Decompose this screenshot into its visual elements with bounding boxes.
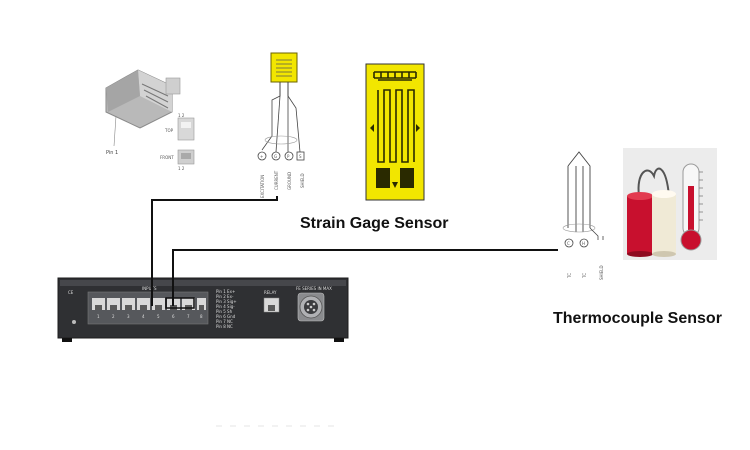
- svg-text:Pin 8 NC: Pin 8 NC: [216, 324, 233, 329]
- strain-terminal-shield: S: [296, 151, 305, 161]
- strain-gage-image: [365, 63, 425, 201]
- power-connector: FE SERIES IN MAX: [296, 286, 332, 322]
- ground-wire-label: GROUND: [287, 172, 292, 190]
- pin1-leader-line: [113, 115, 117, 147]
- strain-gage-cable: [151, 196, 278, 306]
- svg-text:7: 7: [187, 314, 190, 319]
- svg-text:P: P: [287, 154, 290, 159]
- rj45-port-5: [152, 298, 165, 310]
- thermocouple-cable: [172, 249, 558, 306]
- current-wire-label: CURRENT: [274, 170, 279, 190]
- svg-text:G: G: [274, 154, 277, 159]
- svg-text:8: 8: [200, 314, 203, 319]
- strain-gage-sensor-caption: Strain Gage Sensor: [300, 215, 449, 232]
- rj45-port-2: [107, 298, 120, 310]
- svg-text:Pin 1 Ex+: Pin 1 Ex+: [216, 289, 235, 294]
- svg-text:Pin 6 Gnd: Pin 6 Gnd: [216, 314, 236, 319]
- power-led: [72, 320, 76, 324]
- svg-text:Pin 3 Sig+: Pin 3 Sig+: [216, 299, 237, 304]
- strain-terminal-current: G: [271, 151, 281, 161]
- thermo-wire-label-2: TC: [582, 273, 587, 279]
- rj45-port-panel: INPUTS 1 2 3 4 5 6 7 8: [87, 286, 209, 325]
- svg-text:3: 3: [127, 314, 130, 319]
- rj45-port-1: [92, 298, 105, 310]
- daq-device: CE INPUTS 1 2 3 4 5 6 7 8 Pin 1 Ex+ Pi: [57, 277, 349, 342]
- relay-port: RELAY: [263, 290, 280, 313]
- cable-junction-box: [165, 297, 195, 309]
- svg-text:H: H: [582, 241, 585, 246]
- small-strain-gage: [270, 52, 298, 83]
- rj45-port-3: [122, 298, 135, 310]
- svg-text:4: 4: [142, 314, 145, 319]
- svg-text:S: S: [299, 154, 302, 159]
- rj45-port-8: [197, 298, 206, 310]
- svg-text:Pin 5 Sh: Pin 5 Sh: [216, 309, 233, 314]
- rj45-front-view: FRONT 1 2: [160, 149, 195, 171]
- ce-mark: CE: [68, 290, 74, 295]
- svg-text:1: 1: [97, 314, 100, 319]
- svg-text:FE SERIES IN MAX: FE SERIES IN MAX: [296, 286, 332, 291]
- svg-text:+: +: [260, 154, 263, 159]
- thermo-wire-label-shield: SHIELD: [599, 265, 604, 280]
- pin-legend: Pin 1 Ex+ Pin 2 Ex- Pin 3 Sig+ Pin 4 Sig…: [216, 289, 237, 329]
- svg-text:RELAY: RELAY: [264, 290, 277, 295]
- strain-terminal-ground: P: [284, 151, 294, 161]
- excitation-wire-label: EXCITATION: [260, 175, 265, 198]
- thermocouple-sensor-caption: Thermocouple Sensor: [553, 310, 722, 327]
- svg-text:Pin 4 Sig-: Pin 4 Sig-: [216, 304, 235, 309]
- pin1-label: Pin 1: [106, 150, 118, 156]
- top-view-pins: 1 2: [178, 113, 185, 118]
- svg-text:2: 2: [112, 314, 115, 319]
- svg-text:C: C: [567, 241, 570, 246]
- strain-gage-wiring-schematic: + G P S EXCITATION CURRENT GROUND SHIELD: [257, 52, 305, 198]
- inputs-label: INPUTS: [142, 286, 157, 291]
- shield-wire-label: SHIELD: [300, 173, 305, 188]
- front-view-label: FRONT: [160, 155, 174, 160]
- thermo-terminal-c: C: [564, 238, 574, 248]
- rj45-connector-illustration: Pin 1 1 2 TOP FRONT 1 2: [105, 69, 195, 171]
- rj45-top-view: 1 2 TOP: [164, 113, 195, 141]
- rj45-port-4: [137, 298, 150, 310]
- svg-text:Pin 2 Ex-: Pin 2 Ex-: [216, 294, 234, 299]
- thermo-shield-ellipse: [562, 223, 596, 233]
- rj45-plug-image: [105, 69, 181, 129]
- svg-text:5: 5: [157, 314, 160, 319]
- svg-text:6: 6: [172, 314, 175, 319]
- top-view-label: TOP: [164, 128, 174, 133]
- thermo-terminal-h: H: [579, 238, 589, 248]
- thermometer-icon: [623, 148, 717, 260]
- thermocouple-probe-schematic: C H TC TC SHIELD: [562, 151, 604, 280]
- svg-text:Pin 7 NC: Pin 7 NC: [216, 319, 233, 324]
- strain-terminal-excitation: +: [257, 151, 267, 161]
- cable-shield-ellipse: [264, 135, 298, 145]
- thermo-wire-label-1: TC: [567, 273, 572, 279]
- front-view-pins: 1 2: [178, 166, 185, 171]
